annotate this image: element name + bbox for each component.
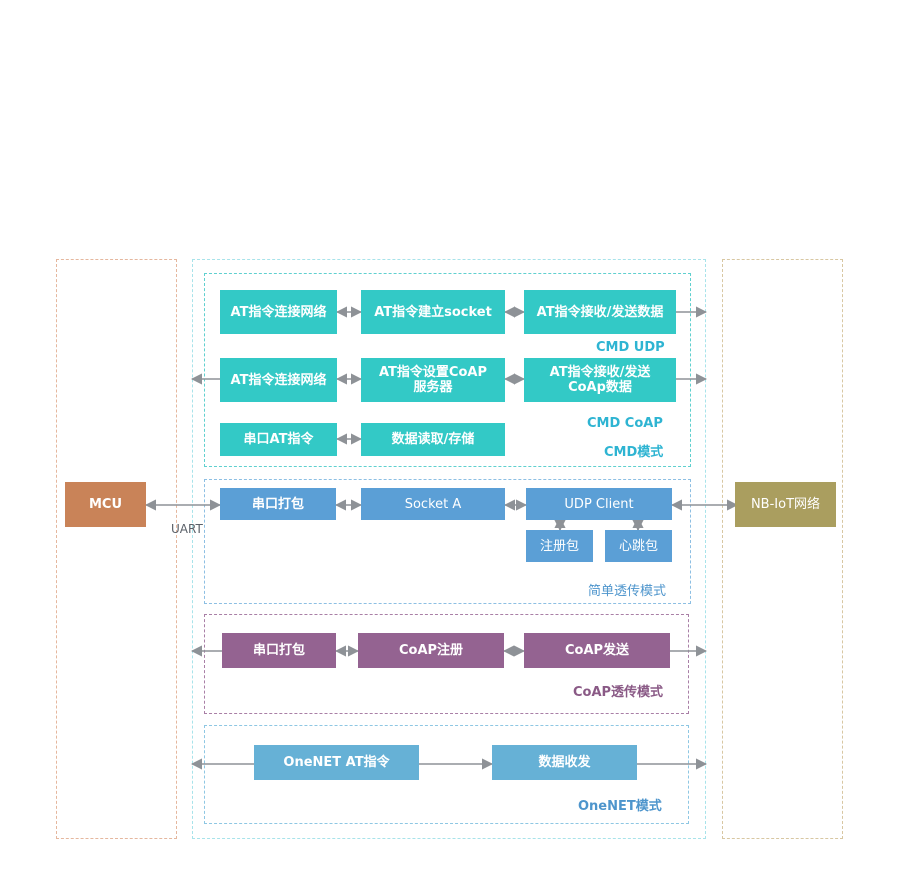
simple-sub-heartbeat: 心跳包: [605, 530, 672, 562]
coap-step-pack: 串口打包: [222, 633, 336, 668]
coap-cmd-step-transfer: AT指令接收/发送 CoAp数据: [524, 358, 676, 402]
coap-step-register: CoAP注册: [358, 633, 504, 668]
uart-label: UART: [171, 522, 203, 536]
simple-mode-title: 简单透传模式: [588, 584, 667, 599]
mcu-column: [56, 259, 177, 839]
cmd-mode-title: CMD模式: [604, 445, 664, 460]
onenet-mode-group: [204, 725, 689, 824]
onenet-mode-title: OneNET模式: [578, 799, 662, 814]
mcu-box: MCU: [65, 482, 146, 527]
cmd-udp-label: CMD UDP: [596, 340, 665, 355]
coap-cmd-step-connect: AT指令连接网络: [220, 358, 337, 402]
coap-mode-title: CoAP透传模式: [573, 685, 664, 700]
storage-step-rw: 数据读取/存储: [361, 423, 505, 456]
simple-mode-group: [204, 479, 691, 604]
udp-step-socket: AT指令建立socket: [361, 290, 505, 334]
mcu-label: MCU: [88, 497, 123, 512]
udp-step-transfer: AT指令接收/发送数据: [524, 290, 676, 334]
onenet-step-transfer: 数据收发: [492, 745, 637, 780]
simple-step-socket: Socket A: [361, 488, 505, 520]
simple-step-udp-client: UDP Client: [526, 488, 672, 520]
simple-sub-register: 注册包: [526, 530, 593, 562]
coap-step-send: CoAP发送: [524, 633, 670, 668]
nbiot-column: [722, 259, 843, 839]
coap-mode-group: [204, 614, 689, 714]
cmd-mode-group: [204, 273, 691, 467]
nbiot-box: NB-IoT网络: [735, 482, 836, 527]
module-column: [192, 259, 706, 839]
storage-step-at: 串口AT指令: [220, 423, 337, 456]
nbiot-label: NB-IoT网络: [750, 497, 821, 512]
simple-step-pack: 串口打包: [220, 488, 336, 520]
cmd-coap-label: CMD CoAP: [587, 416, 663, 431]
onenet-step-at: OneNET AT指令: [254, 745, 419, 780]
udp-step-connect: AT指令连接网络: [220, 290, 337, 334]
coap-cmd-step-server: AT指令设置CoAP 服务器: [361, 358, 505, 402]
